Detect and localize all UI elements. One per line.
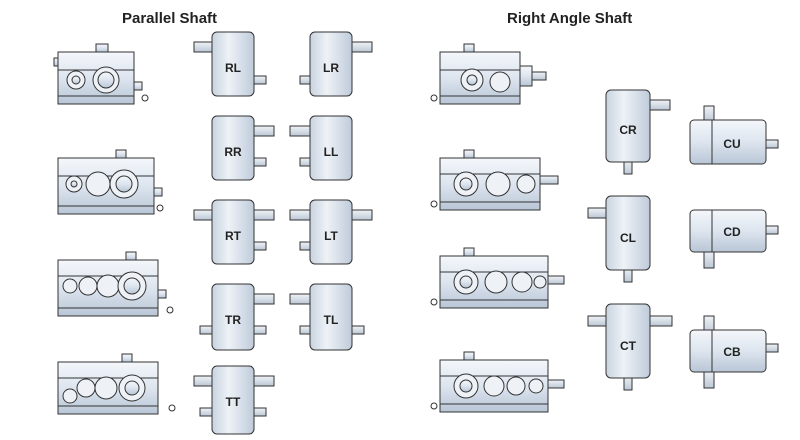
config-code-tr: TR — [225, 313, 241, 327]
config-code-cr: CR — [619, 123, 637, 137]
config-tr: TR — [199, 283, 275, 351]
gearbox-5-stage-illustration — [57, 353, 176, 415]
config-cu: CU — [689, 105, 779, 165]
config-rl: RL — [193, 31, 267, 97]
config-ct: CT — [587, 303, 673, 391]
config-cd: CD — [689, 209, 779, 269]
config-cl: CL — [587, 195, 651, 283]
gearbox-4-stage-illustration — [57, 251, 174, 317]
config-code-cu: CU — [723, 137, 740, 151]
config-code-ct: CT — [620, 339, 637, 353]
config-cr: CR — [605, 89, 671, 175]
config-code-tl: TL — [324, 313, 339, 327]
right-angle-gearbox-5-stage-illustration — [430, 351, 565, 413]
config-tt: TT — [193, 365, 275, 435]
config-code-tt: TT — [226, 395, 241, 409]
config-ll: LL — [289, 115, 353, 181]
config-code-lt: LT — [324, 229, 338, 243]
config-code-lr: LR — [323, 61, 339, 75]
config-tl: TL — [289, 283, 365, 351]
right-angle-gearbox-4-stage-illustration — [430, 247, 565, 309]
config-code-rr: RR — [224, 145, 242, 159]
config-code-cb: CB — [723, 345, 741, 359]
config-code-rt: RT — [225, 229, 242, 243]
gearbox-3-stage-illustration — [57, 149, 164, 215]
config-lr: LR — [299, 31, 373, 97]
config-lt: LT — [289, 199, 373, 265]
right-angle-gearbox-3-stage-illustration — [430, 149, 559, 211]
config-rr: RR — [211, 115, 275, 181]
right-angle-gearbox-2-stage-illustration — [430, 43, 547, 105]
config-cb: CB — [689, 315, 779, 389]
config-code-cl: CL — [620, 231, 636, 245]
config-code-ll: LL — [324, 145, 339, 159]
config-code-cd: CD — [723, 225, 741, 239]
config-code-rl: RL — [225, 61, 241, 75]
config-rt: RT — [193, 199, 275, 265]
right-angle-shaft-title: Right Angle Shaft — [507, 10, 633, 27]
gearbox-2-stage-illustration — [53, 43, 149, 105]
parallel-shaft-title: Parallel Shaft — [122, 10, 218, 27]
